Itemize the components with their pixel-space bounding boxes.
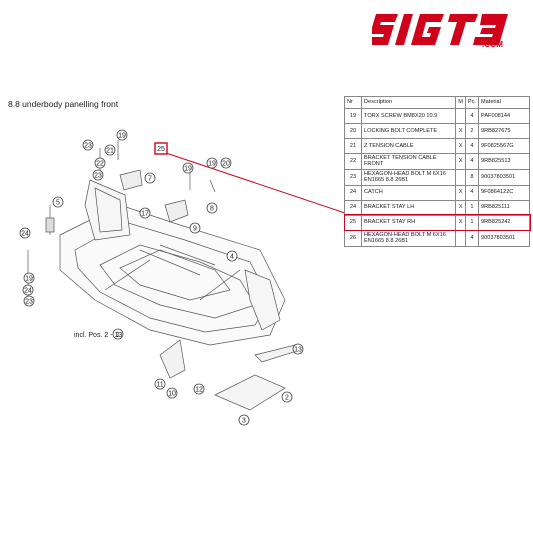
svg-text:12: 12	[195, 387, 203, 394]
brand-logo[interactable]	[372, 10, 520, 50]
callout-19-a: 19	[206, 157, 218, 169]
callout-1: 1	[112, 328, 124, 340]
table-row[interactable]: 21 Z TENSION CABLE X 4 9F0825567G	[344, 138, 530, 154]
svg-text:24: 24	[24, 288, 32, 295]
logo-domain-text: .COM	[482, 40, 503, 49]
parts-table: Nr Description M Pc. Material 19 TORX SC…	[344, 96, 530, 247]
svg-text:2: 2	[285, 395, 289, 402]
svg-text:24: 24	[21, 231, 29, 238]
svg-text:19: 19	[118, 133, 126, 140]
svg-text:23: 23	[94, 173, 102, 180]
callout-17: 17	[139, 207, 151, 219]
callout-25[interactable]: 25	[154, 142, 168, 155]
callout-4: 4	[226, 250, 238, 262]
svg-text:4: 4	[230, 254, 234, 261]
callout-2: 2	[281, 391, 293, 403]
svg-text:1: 1	[116, 332, 120, 339]
svg-text:7: 7	[148, 176, 152, 183]
callout-13: 13	[292, 343, 304, 355]
svg-text:22: 22	[96, 161, 104, 168]
svg-text:21: 21	[106, 148, 114, 155]
svg-text:23: 23	[25, 299, 33, 306]
col-pc: Pc.	[464, 96, 480, 109]
callout-7: 7	[144, 172, 156, 184]
svg-text:10: 10	[168, 391, 176, 398]
callout-20-b: 19	[182, 162, 194, 174]
table-row[interactable]: 23 HEXAGON-HEAD BOLT M 6X16 EN1665 8.8 2…	[344, 168, 530, 186]
callout-23-a: 22	[94, 157, 106, 169]
incl-label: incl. Pos. 2 - 13	[74, 332, 122, 339]
table-row[interactable]: 20 LOCKING BOLT COMPLETE X 2 9RB827675	[344, 123, 530, 139]
row-highlight-frame	[343, 214, 531, 232]
section-title: 8.8 underbody panelling front	[8, 99, 119, 109]
svg-text:13: 13	[294, 347, 302, 354]
svg-text:25: 25	[157, 146, 165, 153]
callout-11: 11	[154, 378, 166, 390]
logo-mark-icon	[372, 14, 508, 45]
callout-20-c: 19	[23, 272, 35, 284]
callout-24-b: 24	[19, 227, 31, 239]
table-row[interactable]: 26 HEXAGON-HEAD BOLT M 6X16 EN1665 8.8 2…	[344, 229, 530, 247]
callout-20-a: 19	[116, 129, 128, 141]
callout-22-a: 23	[92, 169, 104, 181]
table-row-highlighted[interactable]: 25 BRACKET STAY RH X 1 9RB825242	[344, 214, 530, 231]
table-row[interactable]: 22 BRACKET TENSION CABLE FRONT X 4 9RB82…	[344, 153, 530, 170]
svg-text:9: 9	[193, 226, 197, 233]
callout-10: 10	[166, 387, 178, 399]
svg-text:20: 20	[222, 161, 230, 168]
callout-3: 3	[238, 414, 250, 426]
svg-text:8: 8	[210, 206, 214, 213]
underbody-panel-drawing	[27, 140, 301, 411]
callout-9: 9	[189, 222, 201, 234]
table-header-row: Nr Description M Pc. Material	[344, 96, 530, 109]
col-description: Description	[360, 96, 457, 109]
svg-text:17: 17	[141, 211, 149, 218]
svg-text:5: 5	[56, 200, 60, 207]
svg-text:19: 19	[25, 276, 33, 283]
diagram-callouts: 19 23 21 22 23 7 25 19 19 20 5 17 8 9 24…	[19, 129, 304, 426]
callout-21: 21	[104, 144, 116, 156]
callout-8: 8	[206, 202, 218, 214]
svg-text:3: 3	[242, 418, 246, 425]
col-nr: Nr	[344, 96, 362, 109]
callout-24-a: 23	[82, 139, 94, 151]
callout-5: 5	[52, 196, 64, 208]
table-row[interactable]: 24 BRACKET STAY LH X 1 9RB825111	[344, 199, 530, 216]
callout-19-b: 20	[220, 157, 232, 169]
callout-23-b: 24	[22, 284, 34, 296]
svg-text:19: 19	[208, 161, 216, 168]
col-material: Material	[478, 96, 530, 109]
svg-text:11: 11	[156, 382, 163, 389]
svg-text:19: 19	[184, 166, 192, 173]
parts-diagram: 19 23 21 22 23 7 25 19 19 20 5 17 8 9 24…	[19, 129, 345, 426]
table-row[interactable]: 19 TORX SCREW BM8X20 10.9 4 PAF008144	[344, 108, 530, 124]
svg-text:23: 23	[84, 143, 92, 150]
callout-22-b: 23	[23, 295, 35, 307]
table-row[interactable]: 24 CATCH X 4 9F0864122C	[344, 184, 530, 201]
col-m: M	[455, 96, 466, 109]
callout-12: 12	[193, 383, 205, 395]
